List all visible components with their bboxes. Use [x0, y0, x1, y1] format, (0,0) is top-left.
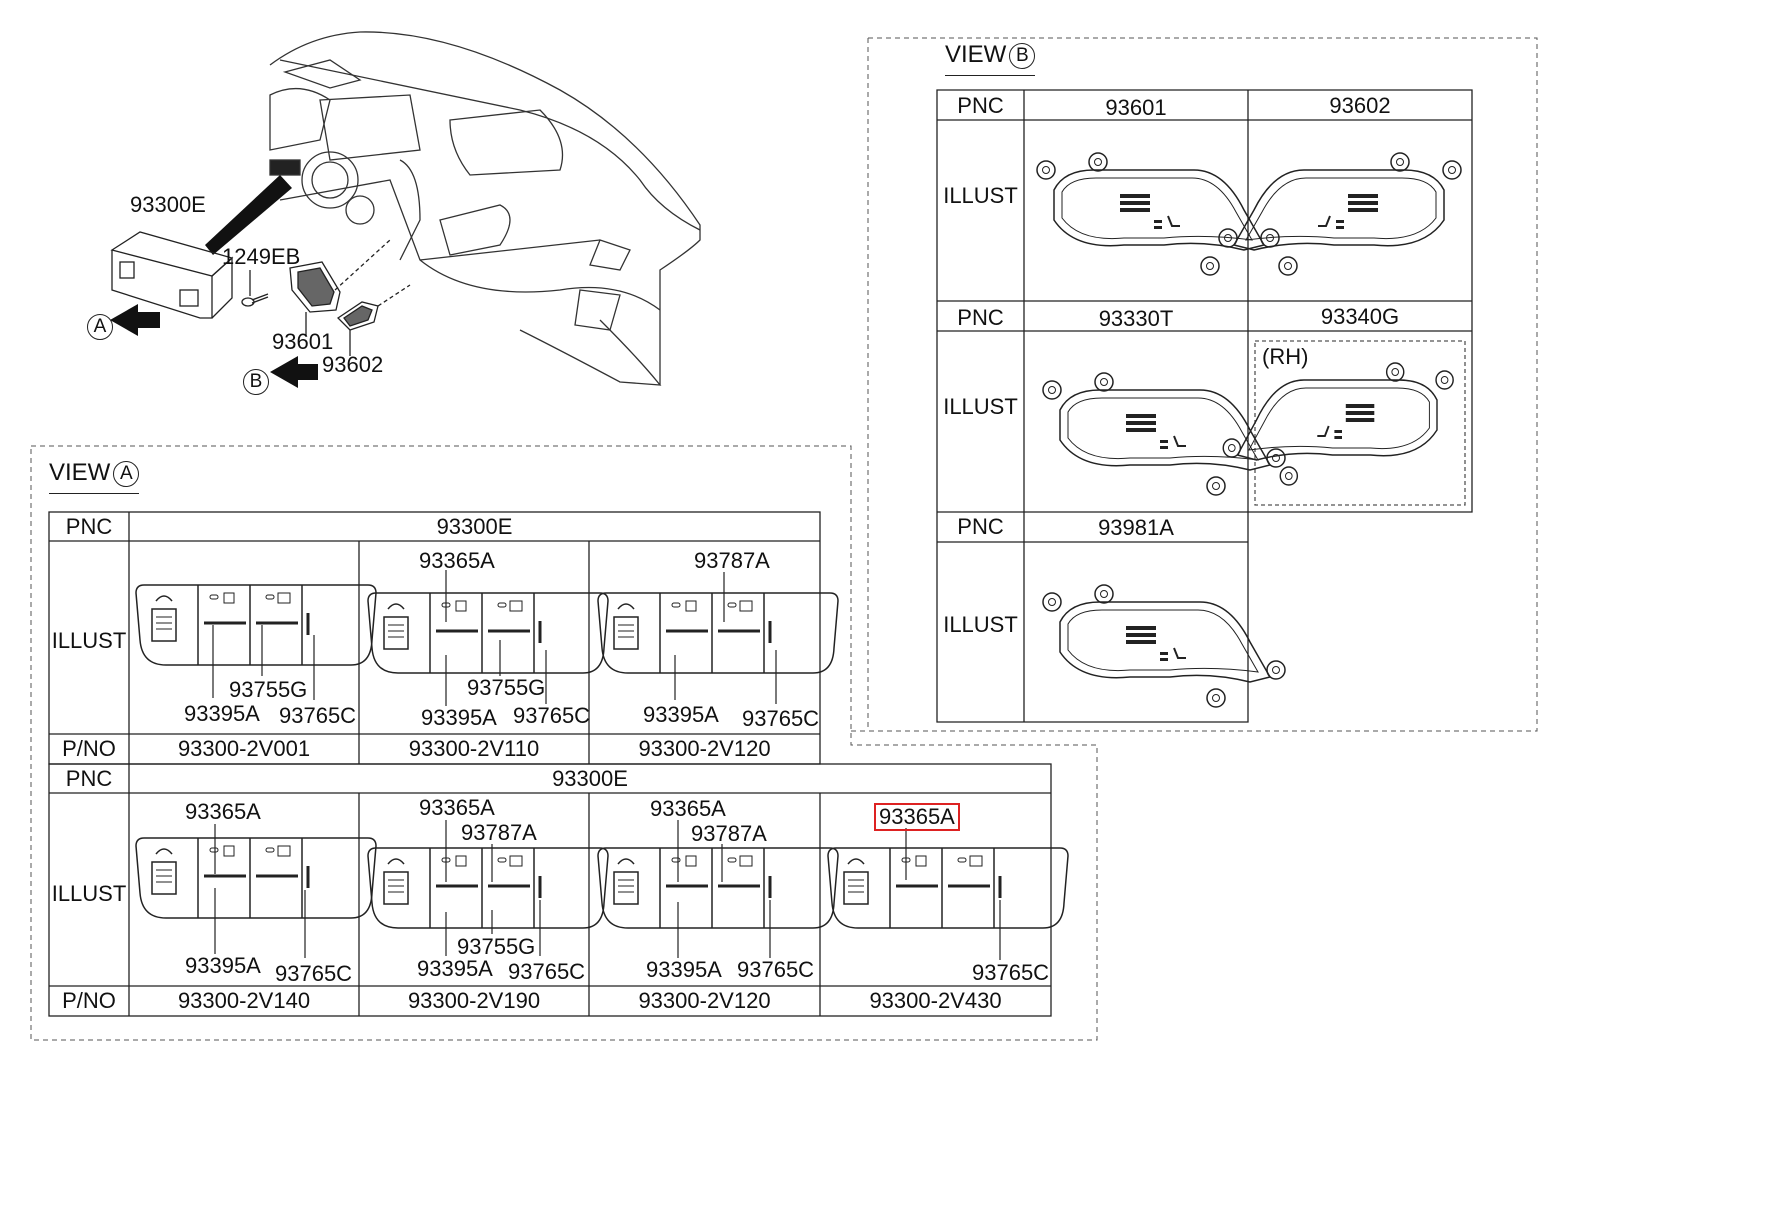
row-label-illust: ILLUST [51, 628, 127, 653]
marker-a: A [87, 314, 113, 341]
callout-label: 93755G [229, 677, 308, 702]
part-number: 93300-2V001 [177, 736, 311, 761]
bezel-93601 [1036, 152, 1280, 276]
callout-label: 93765C [737, 957, 815, 982]
part-number: 93300-2V110 [408, 736, 540, 761]
pnc-value: 93601 [1105, 95, 1167, 120]
row-label-pnc: PNC [65, 766, 113, 791]
callout-label: 93395A [417, 956, 493, 981]
switch-panel [134, 836, 378, 920]
part-93602-illustration [336, 284, 411, 356]
view-b-frame [851, 37, 1538, 732]
rh-note: (RH) [1262, 344, 1309, 369]
callout-label: 93787A [691, 821, 767, 846]
pnc-value: 93981A [1098, 515, 1174, 540]
bezel-93602 [1218, 152, 1462, 276]
part-number: 93300-2V120 [638, 736, 771, 761]
row-label-pnc: PNC [957, 305, 1004, 330]
part-number: 93300-2V190 [407, 988, 541, 1013]
label-93300e: 93300E [130, 192, 206, 217]
callout-label: 93765C [513, 703, 591, 728]
marker-b: B [243, 369, 269, 396]
part-93300e-illustration [110, 231, 234, 319]
switch-panel [596, 591, 840, 675]
callout-label: 93765C [972, 960, 1050, 985]
row-label-illust: ILLUST [943, 612, 1018, 637]
pnc-value: 93340G [1320, 304, 1400, 329]
row-label-illust: ILLUST [943, 183, 1018, 208]
label-93602: 93602 [322, 352, 384, 377]
callout-label: 93765C [508, 959, 586, 984]
callout-label: 93365A [185, 799, 261, 824]
row-label-pnc: PNC [957, 514, 1004, 539]
highlighted-callout-label: 93365A [874, 803, 960, 831]
callout-label: 93365A [419, 795, 495, 820]
switch-panel [826, 846, 1070, 930]
callout-label: 93395A [646, 957, 722, 982]
row-label-pno: P/NO [62, 736, 116, 761]
arrow-a [110, 304, 160, 336]
callout-label: 93765C [275, 961, 353, 986]
callout-label: 93765C [742, 706, 820, 731]
label-93601: 93601 [272, 329, 334, 354]
pnc-value: 93602 [1329, 93, 1391, 118]
row-label-illust: ILLUST [943, 394, 1018, 419]
label-1249eb: 1249EB [222, 244, 301, 269]
arrow-to-dash [205, 175, 292, 255]
callout-label: 93765C [279, 703, 357, 728]
callout-label: 93395A [185, 953, 261, 978]
callout-label: 93755G [467, 675, 546, 700]
callout-label: 93787A [694, 548, 770, 573]
callout-label: 93395A [421, 705, 497, 730]
arrow-b [270, 356, 318, 388]
switch-panel [134, 583, 378, 667]
callout-label: 93755G [457, 934, 536, 959]
part-93601-illustration [289, 239, 391, 336]
leader-lines [214, 820, 1001, 960]
switch-panel [596, 846, 840, 930]
view-a-frame [30, 445, 1098, 1041]
bezel-93981a [1042, 584, 1286, 708]
pnc-value: 93330T [1098, 306, 1174, 331]
screw-1249eb [241, 270, 269, 307]
callout-label: 93365A [419, 548, 495, 573]
dashboard-illustration [269, 31, 701, 386]
part-number: 93300-2V120 [638, 988, 771, 1013]
callout-label: 93365A [650, 796, 726, 821]
switch-panel [366, 591, 610, 675]
callout-label: 93395A [643, 702, 719, 727]
row-label-pnc: PNC [65, 514, 113, 539]
callout-label: 93395A [184, 701, 260, 726]
row-label-illust: ILLUST [51, 881, 127, 906]
switch-panel [366, 846, 610, 930]
row-label-pno: P/NO [62, 988, 116, 1013]
row-label-pnc: PNC [957, 93, 1004, 118]
view-a-table-2-grid [48, 763, 1052, 1017]
leader-lines [212, 570, 777, 706]
pnc-value: 93300E [552, 766, 628, 791]
callout-label: 93787A [461, 820, 537, 845]
pnc-value: 93300E [436, 514, 513, 539]
bezel-93340g [1222, 362, 1455, 486]
part-number: 93300-2V430 [869, 988, 1002, 1013]
part-number: 93300-2V140 [177, 988, 311, 1013]
